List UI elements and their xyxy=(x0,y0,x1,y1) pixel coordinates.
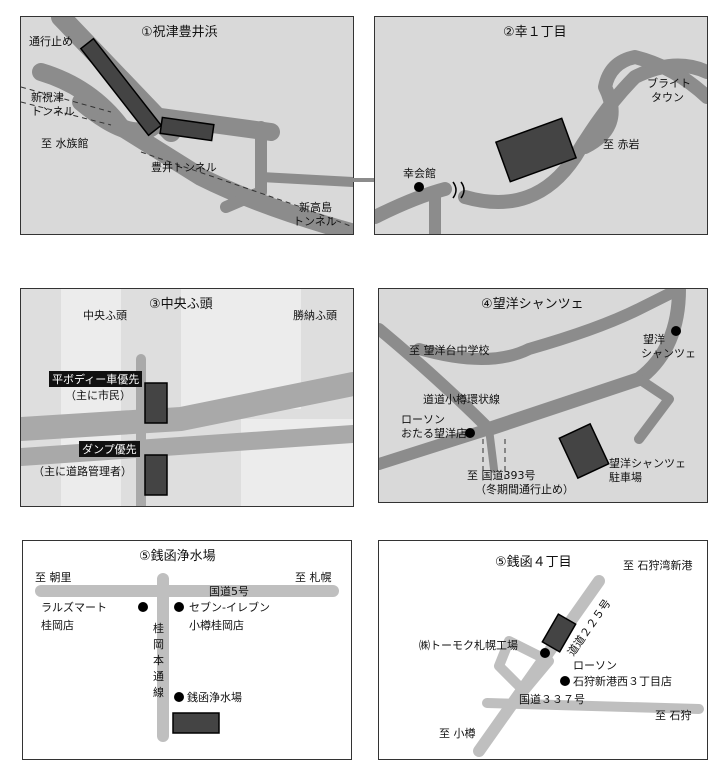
map-drawing xyxy=(379,289,686,480)
map-panel-shukutsu: ①祝津豊井浜 通行止め 新祝津 トンネル 至 水族館 豊井トンネル 新高島 トン… xyxy=(20,16,354,235)
map-drawing xyxy=(35,573,339,742)
road-label: 桂岡本通線 xyxy=(153,622,164,699)
map-panel-chuo-futo: ③中央ふ頭 中央ふ頭 勝納ふ頭 平ボディー車優先 （主に市民） ダンプ優先 （主… xyxy=(20,288,354,507)
road-label: 道道小樽環状線 xyxy=(423,393,500,406)
map-panel-saiwai: ②幸１丁目 ブライト タウン 至 赤岩 幸会館 xyxy=(374,16,708,235)
place-label: 勝納ふ頭 xyxy=(293,309,337,322)
tunnel-label: トンネル xyxy=(31,105,75,118)
panel-title: ①祝津豊井浜 xyxy=(141,25,218,40)
place-label: タウン xyxy=(651,91,684,104)
place-label: 駐車場 xyxy=(609,471,642,484)
place-label: 石狩新港西３丁目店 xyxy=(573,675,672,688)
priority-label: 平ボディー車優先 xyxy=(49,371,143,387)
map-drawing xyxy=(473,575,704,757)
panel-title: ④望洋シャンツェ xyxy=(481,297,584,312)
place-label: 小樽桂岡店 xyxy=(189,619,244,632)
panel-title: ②幸１丁目 xyxy=(503,25,567,40)
tunnel-label: トンネル xyxy=(293,215,337,228)
place-label: セブン-イレブン xyxy=(189,601,270,614)
tunnel-label: 豊井トンネル xyxy=(151,161,217,174)
place-label: 望洋 xyxy=(643,333,665,346)
panel-title: ⑤銭函４丁目 xyxy=(495,555,572,570)
tunnel-label: 新高島 xyxy=(299,201,332,214)
note-label: （主に市民） xyxy=(65,389,131,402)
place-label: ローソン xyxy=(401,413,445,426)
map-drawing xyxy=(375,50,707,234)
destination-label: 至 石狩 xyxy=(655,709,692,722)
note-label: （冬期間通行止め） xyxy=(475,483,574,496)
place-label: シャンツェ xyxy=(641,347,696,360)
tunnel-label: 新祝津 xyxy=(31,91,64,104)
panel-title: ③中央ふ頭 xyxy=(149,297,213,312)
priority-label: ダンプ優先 xyxy=(79,441,140,457)
place-label: ローソン xyxy=(573,659,617,672)
destination-label: 至 石狩湾新港 xyxy=(623,559,693,572)
place-label: ブライト xyxy=(647,77,691,90)
connector-line xyxy=(352,178,374,182)
panel-title: ⑤銭函浄水場 xyxy=(139,549,216,564)
map-drawing xyxy=(21,17,353,234)
place-label: 中央ふ頭 xyxy=(83,309,127,322)
destination-label: 至 札幌 xyxy=(295,571,332,584)
place-label: 桂岡店 xyxy=(41,619,74,632)
place-label: おたる望洋店 xyxy=(401,427,467,440)
road-label: 国道３３７号 xyxy=(519,693,585,706)
note-label: （主に道路管理者） xyxy=(33,465,132,478)
destination-label: 至 赤岩 xyxy=(603,138,640,151)
closed-label: 通行止め xyxy=(29,35,73,48)
destination-label: 至 朝里 xyxy=(35,571,72,584)
map-drawing xyxy=(21,289,353,506)
place-label: ラルズマート xyxy=(41,601,107,614)
destination-label: 至 水族館 xyxy=(41,137,89,150)
map-panel-zenibako-4: ⑤銭函４丁目 至 石狩湾新港 道道２２５号 ㈱トーモク札幌工場 ローソン 石狩新… xyxy=(378,540,708,760)
destination-label: 至 望洋台中学校 xyxy=(409,344,490,357)
place-label: 望洋シャンツェ xyxy=(609,457,686,470)
destination-label: 至 国道393号 xyxy=(467,469,536,482)
place-label: 銭函浄水場 xyxy=(187,691,242,704)
map-panel-zenibako-plant: ⑤銭函浄水場 至 朝里 至 札幌 国道5号 ラルズマート 桂岡店 セブン-イレブ… xyxy=(22,540,352,760)
place-label: ㈱トーモク札幌工場 xyxy=(419,639,518,652)
place-label: 幸会館 xyxy=(403,167,436,180)
map-panel-boyo: ④望洋シャンツェ 至 望洋台中学校 望洋 シャンツェ 道道小樽環状線 ローソン … xyxy=(378,288,708,503)
destination-label: 至 小樽 xyxy=(439,727,476,740)
road-label: 国道5号 xyxy=(209,585,249,598)
